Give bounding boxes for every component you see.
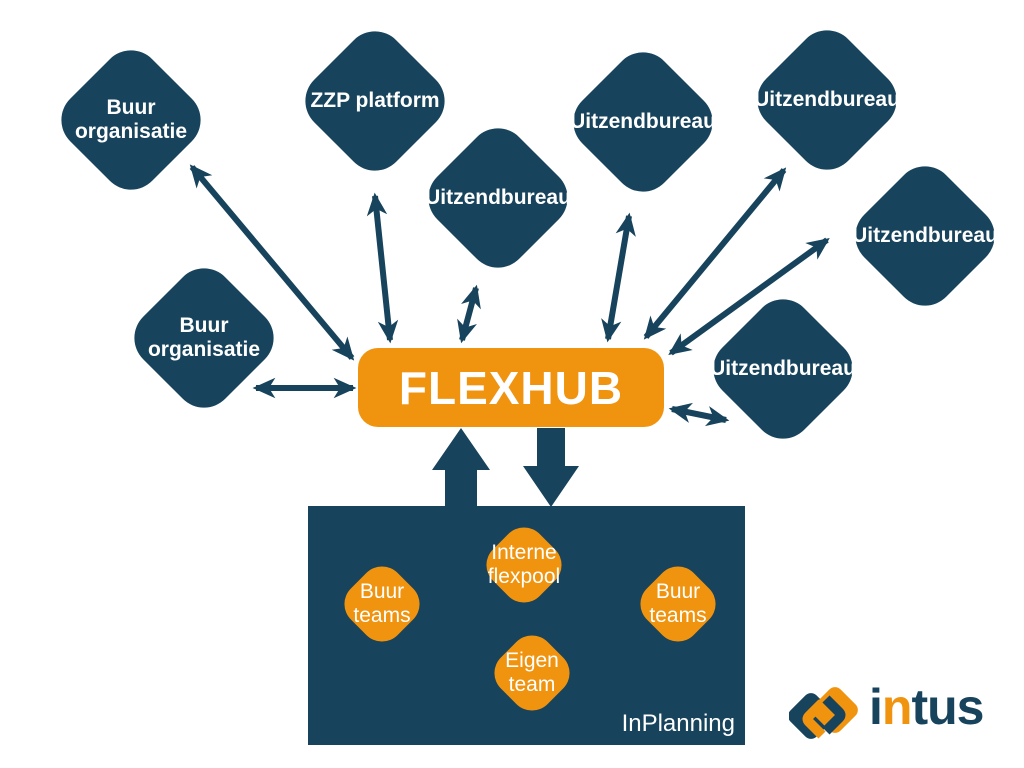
block-arrow-up-icon bbox=[432, 428, 490, 512]
inplanning-label: InPlanning bbox=[621, 710, 735, 737]
blob-buur-teams-right: Buur teams bbox=[630, 556, 726, 652]
node-uitzendbureau-4: Uitzendbureau bbox=[842, 153, 1008, 319]
node-label-line1: Uitzendbureau bbox=[425, 186, 571, 210]
node-label-line1: Buur bbox=[106, 96, 156, 120]
arrow-uitzend2-flexhub bbox=[601, 212, 636, 343]
intus-wordmark: intus bbox=[869, 678, 984, 736]
inplanning-panel: Buur teams Interne flexpool Eigen team B… bbox=[308, 506, 745, 745]
flexhub-node: FLEXHUB bbox=[358, 348, 664, 427]
blob-label-line2: team bbox=[508, 673, 556, 696]
blob-label-line2: teams bbox=[353, 604, 411, 627]
node-uitzendbureau-3: Uitzendbureau bbox=[744, 17, 910, 183]
node-label: Uitzendbureau bbox=[701, 287, 865, 451]
node-label: Uitzendbureau bbox=[416, 116, 580, 280]
node-label: Uitzendbureau bbox=[561, 40, 725, 204]
arrow-zzp-flexhub bbox=[366, 192, 399, 344]
intus-logo-icon bbox=[789, 687, 858, 739]
blob-label-line1: Eigen bbox=[505, 648, 559, 672]
node-label-line2: organisatie bbox=[74, 120, 188, 143]
intus-logo: intus bbox=[789, 674, 1015, 754]
node-uitzendbureau-1: Uitzendbureau bbox=[415, 115, 581, 281]
wordmark-part3: tus bbox=[911, 679, 984, 735]
node-uitzendbureau-5: Uitzendbureau bbox=[700, 286, 866, 452]
node-label-line1: Uitzendbureau bbox=[710, 357, 856, 381]
node-label: Uitzendbureau bbox=[745, 18, 909, 182]
node-label: Uitzendbureau bbox=[843, 154, 1007, 318]
blob-label: Eigen team bbox=[484, 625, 580, 721]
node-label: Buur organisatie bbox=[122, 256, 286, 420]
node-label-line1: Uitzendbureau bbox=[852, 224, 998, 248]
flexhub-label: FLEXHUB bbox=[398, 361, 624, 414]
node-label: ZZP platform bbox=[293, 19, 457, 183]
node-label-line1: ZZP platform bbox=[310, 89, 440, 113]
blob-label-line2: teams bbox=[649, 604, 707, 627]
blob-label-line1: Buur bbox=[359, 579, 405, 603]
node-label-line2: organisatie bbox=[147, 338, 261, 361]
node-buur-organisatie-2: Buur organisatie bbox=[121, 255, 287, 421]
node-uitzendbureau-2: Uitzendbureau bbox=[560, 39, 726, 205]
node-label: Buur organisatie bbox=[49, 38, 213, 202]
node-zzp-platform: ZZP platform bbox=[292, 18, 458, 184]
blob-eigen-team: Eigen team bbox=[484, 625, 580, 721]
node-label-line1: Buur bbox=[179, 314, 229, 338]
blob-interne-flexpool: Interne flexpool bbox=[476, 517, 572, 613]
blob-label-line1: Interne bbox=[491, 540, 557, 564]
node-label-line1: Uitzendbureau bbox=[754, 88, 900, 112]
blob-buur-teams-left: Buur teams bbox=[334, 556, 430, 652]
wordmark-part1: i bbox=[869, 679, 883, 735]
blob-label: Buur teams bbox=[334, 556, 430, 652]
node-buur-organisatie-1: Buur organisatie bbox=[48, 37, 214, 203]
blob-label: Interne flexpool bbox=[476, 517, 572, 613]
arrow-uitzend1-flexhub bbox=[457, 284, 481, 344]
blob-label-line2: flexpool bbox=[487, 565, 561, 588]
block-arrow-down-icon bbox=[523, 428, 579, 507]
wordmark-part2: n bbox=[881, 679, 913, 735]
node-label-line1: Uitzendbureau bbox=[570, 110, 716, 134]
blob-label: Buur teams bbox=[630, 556, 726, 652]
blob-label-line1: Buur bbox=[655, 579, 701, 603]
